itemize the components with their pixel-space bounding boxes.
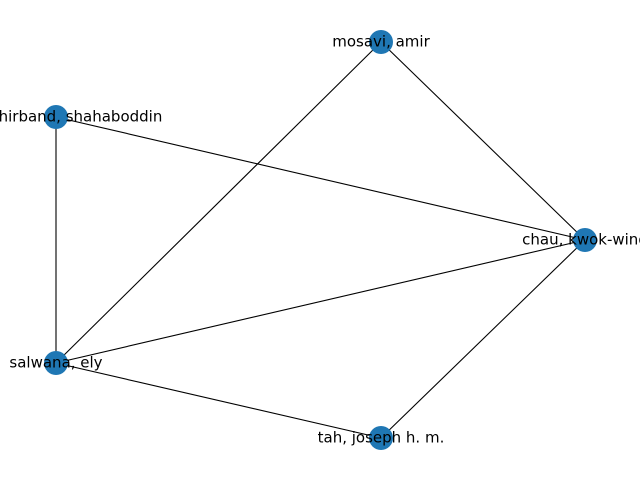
node-mosavi (369, 30, 393, 54)
graph-nodes (44, 30, 597, 450)
edge-shamshirband-chau (55, 116, 586, 241)
graph-edges (55, 41, 586, 439)
node-shamshirband (44, 105, 68, 129)
node-label-chau: chau, kwok-wing (522, 231, 640, 249)
node-label-tah: tah, joseph h. m. (318, 429, 445, 447)
edge-salwana-tah (55, 362, 382, 439)
node-label-salwana: salwana, ely (9, 354, 102, 372)
node-label-mosavi: mosavi, amir (332, 33, 430, 51)
node-salwana (44, 351, 68, 375)
edge-salwana-chau (55, 239, 586, 364)
graph-labels: mosavi, amir shamshirband, shahaboddin cha… (0, 33, 640, 447)
edge-mosavi-chau (380, 41, 586, 241)
node-label-shamshirband: shamshirband, shahaboddin (0, 108, 162, 126)
edge-tah-chau (380, 239, 586, 439)
node-tah (369, 426, 393, 450)
edge-mosavi-salwana (55, 41, 382, 364)
node-chau (573, 228, 597, 252)
